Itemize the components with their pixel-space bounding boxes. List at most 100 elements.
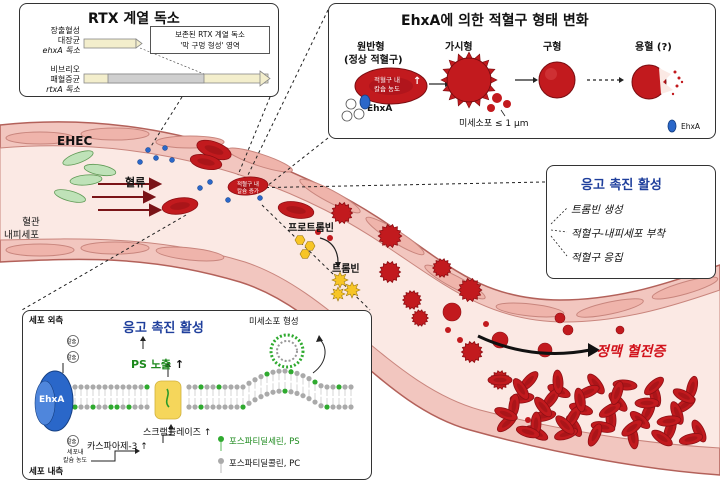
ehxa-legend-label: EhxA [681, 122, 701, 131]
red-blood-cell [678, 433, 704, 445]
red-blood-cell [634, 397, 660, 409]
calcium-1: 칼슘 [67, 339, 77, 345]
discocyte-sublabel: (정상 적혈구) [344, 55, 403, 66]
red-blood-cell [161, 197, 199, 215]
thrombin-label: 트롬빈 [332, 264, 360, 275]
red-blood-cell [610, 381, 624, 405]
prothrombin-label: 프로트롬빈 [288, 223, 334, 234]
gene-bars [83, 38, 271, 87]
procoagulant-panel: 응고 촉진 활성 트롬빈 생성 적혈구-내피세포 부착 적혈구 응집 [546, 165, 716, 279]
ehxa-toxin-dot [169, 157, 175, 163]
thrombosis-arrow [477, 334, 591, 355]
ehec-bacterium [83, 163, 117, 177]
echinocyte-label: 가시형 [445, 42, 473, 53]
red-blood-cell [277, 201, 315, 219]
hemolysis-label: 용혈 (?) [635, 42, 672, 53]
membrane-drawing [34, 333, 354, 473]
echinocyte [460, 340, 484, 364]
procoag-item-adhesion: 적혈구-내피세포 부착 [571, 228, 666, 240]
prothrombin-molecule [294, 235, 306, 245]
rtx-title: RTX 계열 독소 [88, 11, 180, 27]
ehxa-toxin-dot [197, 185, 203, 191]
red-blood-cell [515, 425, 541, 439]
red-blood-cell [644, 376, 664, 396]
legend-pc: 포스파티딜콜린, PC [229, 459, 301, 469]
echinocyte [401, 290, 423, 310]
red-blood-cell [552, 369, 564, 395]
ehxa-toxin-dot [162, 145, 168, 151]
microvesicle [315, 229, 321, 235]
rbc-calcium-line-1: 적혈구 내 [237, 182, 259, 188]
calcium-3: 칼슘 [67, 439, 77, 445]
blood-flow-label: 혈류 [125, 176, 146, 189]
ehec-bacterium [54, 189, 86, 203]
red-blood-cell [534, 396, 552, 418]
rbc-morphology-panel: EhxA에 의한 적혈구 형태 변화 원반형 (정상 적혈구) 가시형 구형 용… [328, 3, 716, 139]
morphology-drawings [341, 51, 684, 133]
microvesicle [525, 417, 531, 423]
red-blood-cell [494, 407, 518, 421]
conserved-line-2: '막 구멍 형성' 영역 [180, 41, 240, 50]
legend-ps: 포스파티딜세린, PS [229, 437, 300, 447]
intracellular-ca-line-1: 세포내 [67, 449, 84, 456]
procoagulant-title: 응고 촉진 활성 [581, 178, 662, 193]
microvesicle [445, 327, 451, 333]
red-blood-cell [587, 423, 603, 447]
rbc-calcium-line-2: 칼슘 증가 [237, 189, 259, 195]
ehxa-toxin-dot [225, 197, 231, 203]
thrombin-molecule [331, 271, 349, 289]
microvesicle-size-label: 미세소포 ≤ 1 μm [459, 119, 529, 129]
spherocyte [615, 325, 625, 335]
microvesicle [483, 321, 489, 327]
red-blood-cell [621, 419, 643, 437]
echinocyte [411, 309, 429, 327]
morphology-title: EhxA에 의한 적혈구 형태 변화 [401, 13, 589, 29]
ehxa-pore-label: EhxA [39, 395, 65, 405]
endothelial-cells-lower [5, 241, 225, 262]
thrombosis-arrowhead [588, 343, 600, 357]
microvesicle-formation-label: 미세소포 형성 [249, 317, 299, 327]
conversion-arrow [319, 237, 339, 263]
thrombin-molecule [330, 286, 346, 302]
spherocyte-label: 구형 [543, 42, 562, 53]
discocyte-label: 원반형 [357, 42, 385, 53]
spherocyte [562, 324, 574, 336]
scramblase-label: 스크램블레이즈 ↑ [143, 428, 212, 438]
ehxa-toxin-label: EhxA [367, 104, 393, 114]
caspase-label: 카스파아제-3 ↑ [87, 442, 148, 452]
endothelial-cells-upper [5, 127, 719, 318]
prothrombin-molecule [304, 241, 316, 251]
conserved-domain-box: 보존된 RTX 계열 독소 '막 구멍 형성' 영역 [150, 26, 270, 54]
echinocyte [457, 277, 483, 303]
conversion-arrowhead [335, 262, 341, 268]
red-blood-cell [672, 388, 696, 404]
procoag-item-thrombin: 트롬빈 생성 [571, 204, 623, 216]
thrombin-molecule [343, 281, 361, 299]
red-blood-cell [487, 374, 513, 386]
red-blood-cell [656, 415, 682, 427]
red-blood-cell [189, 153, 223, 171]
ehxa-toxin-dot [153, 155, 159, 161]
conserved-line-1: 보존된 RTX 계열 독소 [175, 30, 245, 39]
microvesicle [327, 235, 333, 241]
intracellular-ca-line-2: 칼슘 농도 [63, 457, 87, 464]
thrombosis-label: 정맥 혈전증 [596, 344, 666, 360]
membrane-mechanism-panel: 세포 외측 세포 내측 응고 촉진 활성 PS 노출 ↑ 미세소포 형성 Ehx… [22, 310, 372, 480]
procoag-bullet-lines [550, 207, 568, 257]
ehec-bacterium [62, 150, 94, 166]
red-blood-cell [555, 415, 575, 435]
echinocyte [377, 223, 403, 249]
red-blood-cell [227, 176, 269, 196]
calcium-2: 칼슘 [67, 355, 77, 361]
membrane-procoag-title: 응고 촉진 활성 [123, 321, 204, 336]
echinocyte [378, 260, 402, 284]
ehxa-toxin-dot [207, 179, 213, 185]
flow-arrows [92, 177, 163, 217]
ehxa-toxin-dot [145, 147, 151, 153]
endothelial-label-2: 내피세포 [4, 230, 39, 241]
ehxa-toxin-dot [257, 195, 263, 201]
microvesicle [457, 337, 463, 343]
